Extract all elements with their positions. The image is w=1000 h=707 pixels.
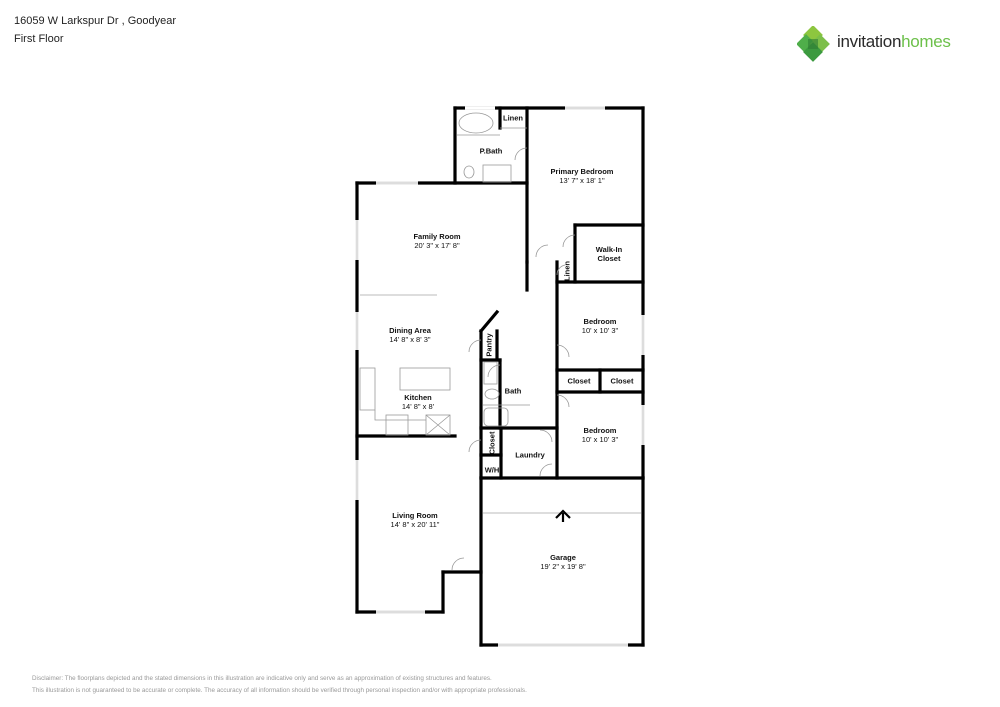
room-bath: Bath xyxy=(504,386,522,396)
room-linen-small: Linen xyxy=(562,261,572,281)
property-address: 16059 W Larkspur Dr , Goodyear xyxy=(14,15,177,27)
room-laundry: Laundry xyxy=(515,450,545,460)
room-linen-top: Linen xyxy=(503,113,523,123)
floor-label: First Floor xyxy=(14,33,64,45)
invitation-homes-logo: invitationhomes xyxy=(796,25,982,62)
logo-word-invitation: invitation xyxy=(837,32,902,51)
disclaimer-line-1: Disclaimer: The floorplans depicted and … xyxy=(32,675,492,682)
disclaimer-line-2: This illustration is not guaranteed to b… xyxy=(32,687,527,694)
room-closet-hall: Closet xyxy=(487,431,497,455)
room-closet-1: Closet xyxy=(567,376,591,386)
room-water-heater: W/H xyxy=(484,465,500,475)
logo-word-homes: homes xyxy=(901,32,951,51)
garage-door-arrow-icon xyxy=(555,509,571,522)
room-closet-2: Closet xyxy=(610,376,634,386)
room-pantry: Pantry xyxy=(484,333,494,357)
clover-logo-icon xyxy=(796,25,830,62)
room-pbath: P.Bath xyxy=(479,146,503,156)
